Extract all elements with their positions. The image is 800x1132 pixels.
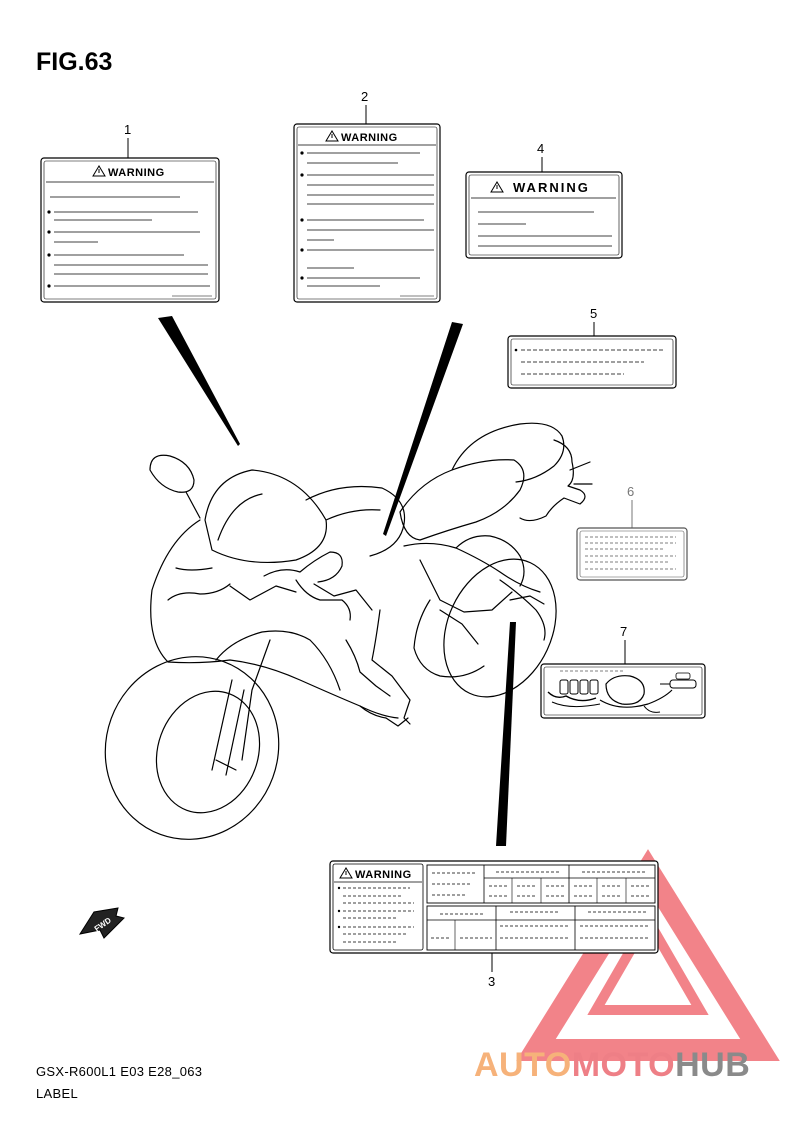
forward-arrow-icon: FWD bbox=[78, 907, 125, 939]
warning-triangle-icon bbox=[92, 165, 106, 177]
valve-icon bbox=[660, 672, 697, 689]
motorcycle-outline bbox=[104, 422, 593, 840]
watermark-part-auto: AUTO bbox=[474, 1046, 572, 1084]
callout-number-6: 6 bbox=[627, 484, 634, 499]
warning-heading: WARNING bbox=[513, 180, 590, 195]
info-label-5[interactable] bbox=[507, 335, 677, 389]
info-label-6[interactable] bbox=[576, 527, 688, 581]
watermark-triangle bbox=[516, 849, 780, 1061]
callout-number-3: 3 bbox=[488, 974, 495, 989]
warning-label-1[interactable]: WARNING bbox=[40, 157, 220, 303]
pointer-wedges bbox=[158, 316, 516, 846]
warning-triangle-icon bbox=[490, 181, 504, 193]
vacuum-hose-routing-label-7[interactable] bbox=[540, 663, 706, 719]
watermark-part-moto: MOTO bbox=[571, 1046, 676, 1084]
canister-icon bbox=[599, 675, 673, 713]
watermark-logo: AUTOMOTOHUB bbox=[474, 1046, 750, 1085]
callout-number-4: 4 bbox=[537, 141, 544, 156]
warning-heading: WARNING bbox=[108, 167, 165, 179]
diagram-caption: LABEL bbox=[36, 1086, 78, 1101]
warning-triangle-icon bbox=[325, 130, 339, 142]
warning-label-2[interactable]: WARNING bbox=[293, 123, 441, 303]
diagram-code: GSX-R600L1 E03 E28_063 bbox=[36, 1064, 203, 1079]
warning-triangle-icon bbox=[339, 867, 353, 879]
callout-number-2: 2 bbox=[361, 89, 368, 104]
watermark-part-hub: HUB bbox=[675, 1046, 751, 1084]
callout-number-5: 5 bbox=[590, 306, 597, 321]
tire-info-label-3[interactable]: WARNING bbox=[329, 860, 659, 954]
warning-heading: WARNING bbox=[341, 132, 398, 144]
callout-number-1: 1 bbox=[124, 122, 131, 137]
warning-heading: WARNING bbox=[355, 869, 412, 881]
figure-title: FIG.63 bbox=[36, 48, 113, 76]
throttle-body-icon bbox=[547, 679, 601, 708]
warning-label-4[interactable]: WARNING bbox=[465, 171, 623, 259]
callout-number-7: 7 bbox=[620, 624, 627, 639]
